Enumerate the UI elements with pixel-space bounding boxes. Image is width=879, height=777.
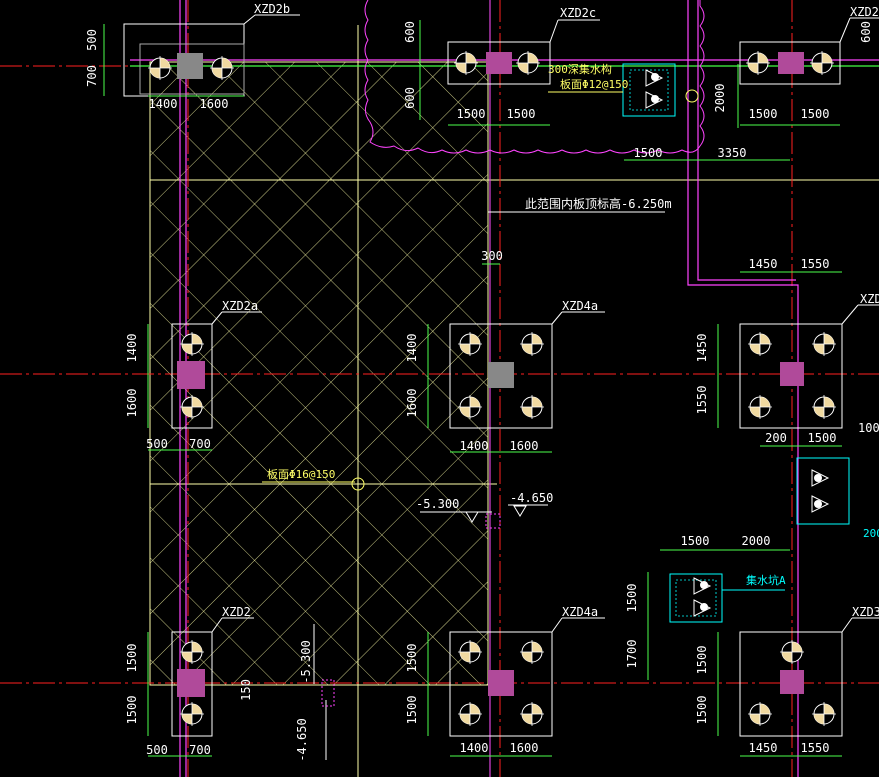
dim-text: 200 xyxy=(765,431,787,445)
cap-label: XZD4a xyxy=(562,605,598,619)
cap-label: XZD xyxy=(860,292,879,306)
dim-text: 600 xyxy=(859,21,873,43)
dim-text: 1600 xyxy=(200,97,229,111)
dim-text: 1600 xyxy=(125,389,139,418)
svg-text:-4.650: -4.650 xyxy=(510,491,553,505)
dim-text: 1500 xyxy=(808,431,837,445)
pile-cap-xzd2a[interactable]: XZD2a 1400 1600 500 700 xyxy=(125,299,262,451)
svg-text:-5.300: -5.300 xyxy=(299,640,313,683)
dim-text: 1500 xyxy=(507,107,536,121)
pile-cap-xzd3[interactable]: XZD3 1500 1500 1450 1550 xyxy=(695,605,879,755)
dim-text: 1000 xyxy=(858,421,879,435)
dim-text: 1400 xyxy=(460,439,489,453)
pile-cap-xzd4a-mid[interactable]: XZD4a 1400 1600 1400 1600 xyxy=(405,299,605,453)
pile-cap-xzd-right-mid[interactable]: XZD 1450 1550 1450 1550 200 1500 1000 xyxy=(695,257,879,445)
dim-text: 1600 xyxy=(510,741,539,755)
dim-text: 1500 xyxy=(801,107,830,121)
dim-text: 1400 xyxy=(405,334,419,363)
dim-text: 1500 xyxy=(695,646,709,675)
dim-text: 1700 xyxy=(625,640,639,669)
dimension-lines xyxy=(103,20,842,757)
sump-right-partial[interactable]: 200 xyxy=(796,457,879,540)
dim-text: 500 xyxy=(146,743,168,757)
cap-label: XZD2 xyxy=(222,605,251,619)
sump-depth-note: 300深集水构 xyxy=(548,62,612,76)
dim-text: 1550 xyxy=(801,741,830,755)
dim-text: 500 xyxy=(85,29,99,51)
dim-text: 600 xyxy=(403,21,417,43)
cap-label: XZD2c xyxy=(560,6,596,20)
cap-label: XZD2a xyxy=(222,299,258,313)
dim-text: 1400 xyxy=(125,334,139,363)
dim-text: 1500 xyxy=(405,696,419,725)
svg-text:-4.650: -4.650 xyxy=(295,718,309,761)
dim-text: 2000 xyxy=(713,84,727,113)
dim-text: 1500 xyxy=(125,696,139,725)
dim-text: 1600 xyxy=(510,439,539,453)
sump-top[interactable]: 2000 1500 3350 xyxy=(622,63,747,160)
dim-text: 500 xyxy=(146,437,168,451)
dim-text: 1450 xyxy=(749,741,778,755)
dim-text: 1500 xyxy=(749,107,778,121)
sump-a[interactable]: 集水坑A 1500 2000 1500 1700 xyxy=(625,534,786,668)
dim-text: 1550 xyxy=(695,386,709,415)
dim-text: 1600 xyxy=(405,389,419,418)
slab-center-marker xyxy=(351,477,365,491)
elevation-marker-b: -5.300 -4.650 xyxy=(295,624,335,762)
dim-text: 1400 xyxy=(460,741,489,755)
pile-cap-xzd2[interactable]: XZD2 1500 1500 500 700 xyxy=(125,605,254,757)
dim-text: 1500 xyxy=(125,644,139,673)
dim-text: 150 xyxy=(239,679,253,701)
dim-text: 1450 xyxy=(749,257,778,271)
dim-text: 600 xyxy=(403,87,417,109)
dim-text: 3350 xyxy=(718,146,747,160)
dim-text: 1500 xyxy=(457,107,486,121)
cap-label: XZD2b xyxy=(254,2,290,16)
dim-text: 700 xyxy=(189,437,211,451)
dim-text: 1500 xyxy=(634,146,663,160)
svg-text:-5.300: -5.300 xyxy=(416,497,459,511)
dim-text: 700 xyxy=(85,65,99,87)
dim-text: 700 xyxy=(189,743,211,757)
dim-text: 1400 xyxy=(149,97,178,111)
rebar-note-mid: 板面Φ16@150 xyxy=(267,467,335,481)
dim-text: 1500 xyxy=(625,584,639,613)
dim-text: 1450 xyxy=(695,334,709,363)
dim-text: 300 xyxy=(481,249,503,263)
dim-text: 2000 xyxy=(742,534,771,548)
pile-cap-xzd2-top-right[interactable]: XZD2 600 1500 1500 xyxy=(739,5,879,121)
cap-label: XZD4a xyxy=(562,299,598,313)
dim-text: 1500 xyxy=(695,696,709,725)
elevation-marker-a: -5.300 -4.650 xyxy=(416,491,553,529)
cap-label: XZD2 xyxy=(850,5,879,19)
cap-label: XZD3 xyxy=(852,605,879,619)
dim-text: 1550 xyxy=(801,257,830,271)
elevation-note: 此范围内板顶标高-6.250m xyxy=(525,196,672,211)
pile-cap-xzd4a-bottom[interactable]: XZD4a 1500 1500 1400 1600 xyxy=(405,605,605,755)
sump-label: 集水坑A xyxy=(746,573,786,587)
dim-text: 1500 xyxy=(681,534,710,548)
dim-text: 200 xyxy=(863,527,879,540)
dim-text: 1500 xyxy=(405,644,419,673)
revision-cloud xyxy=(364,0,705,154)
rebar-note-top: 板面Φ12@150 xyxy=(560,77,628,91)
pile-cap-xzd2c[interactable]: XZD2c 600 600 1500 1500 xyxy=(403,6,600,121)
